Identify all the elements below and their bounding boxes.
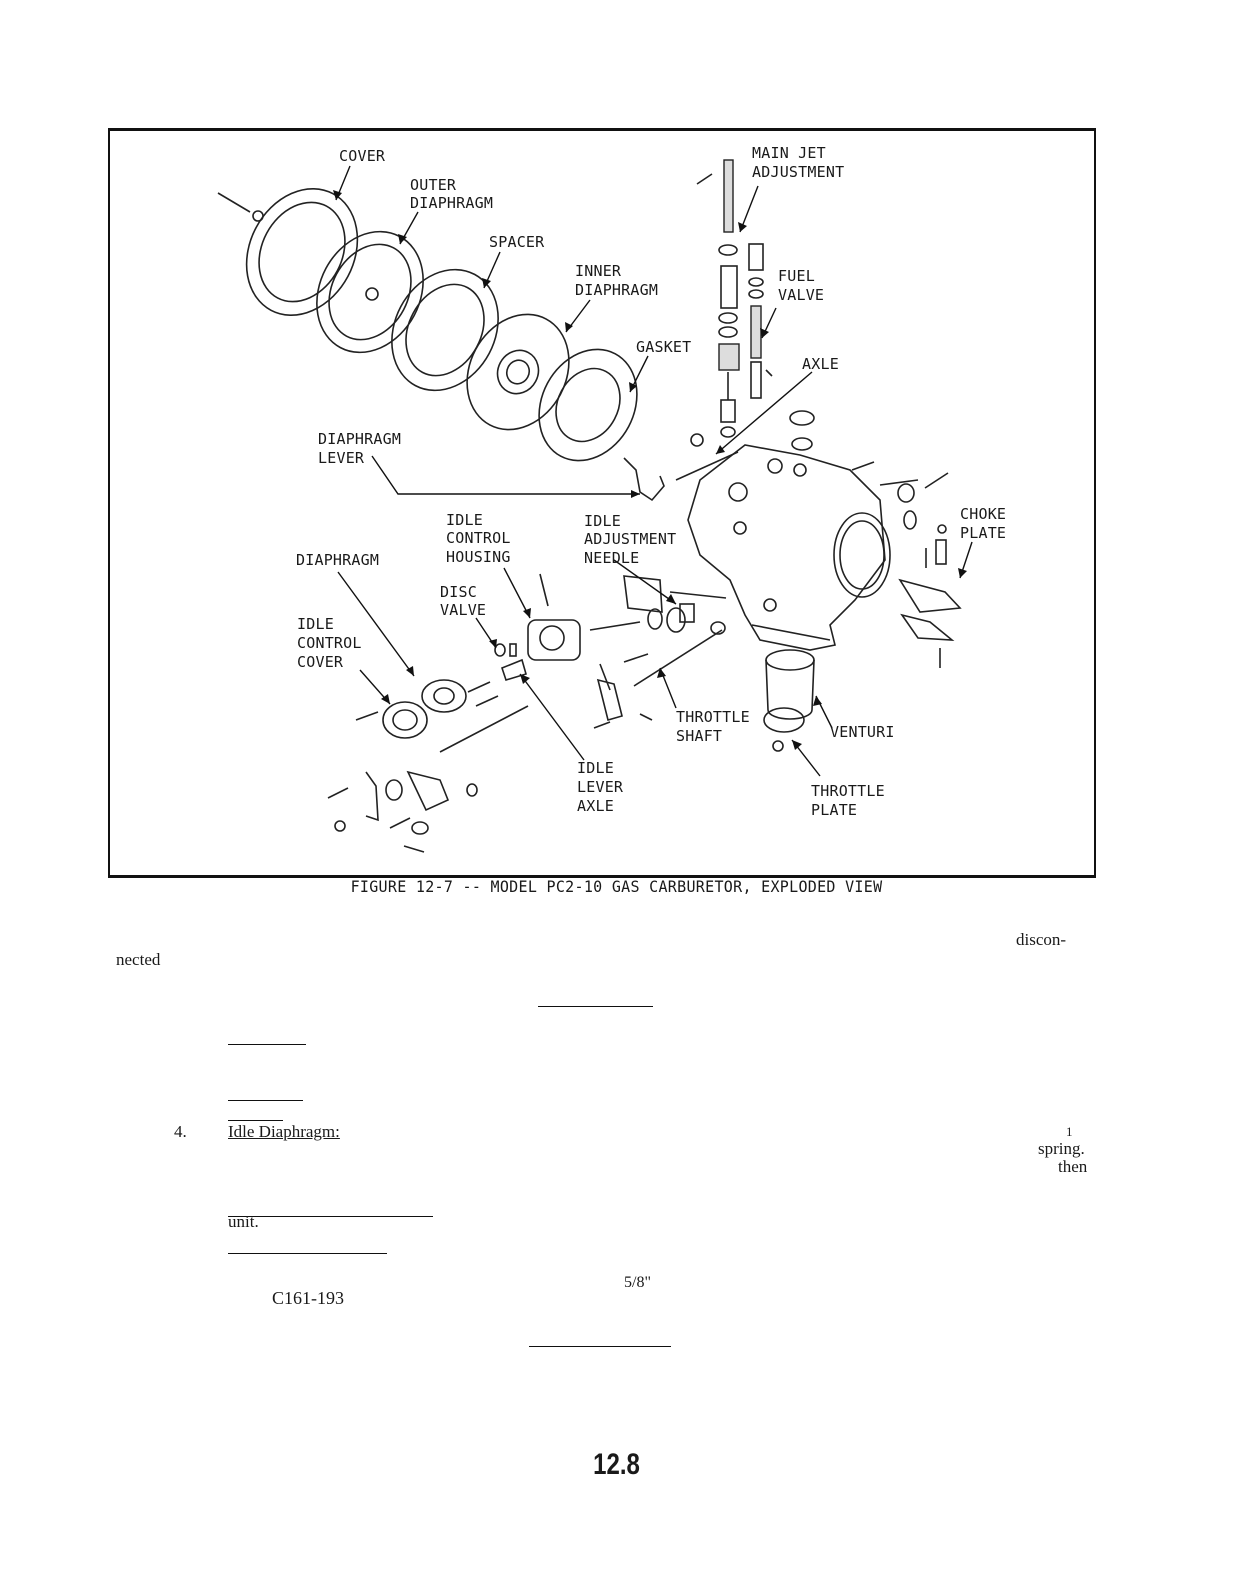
- label-outer-diaphragm-line1: OUTER: [410, 176, 457, 194]
- text-spring: spring.: [1038, 1139, 1085, 1158]
- leader-lines: [333, 165, 973, 777]
- figure-caption: FIGURE 12-7 -- MODEL PC2-10 GAS CARBURET…: [350, 877, 883, 897]
- plug-parts: [789, 410, 815, 451]
- label-throttle-shaft-line1: THROTTLE: [676, 708, 750, 726]
- underline-1: [538, 1006, 653, 1007]
- figure-frame: [108, 128, 1096, 878]
- heading-overline: [228, 1120, 283, 1121]
- inner-diaphragm-part: [466, 313, 570, 431]
- label-idle-lever-axle-line2: LEVER: [577, 778, 624, 796]
- idle-diaphragm-part: [421, 679, 467, 713]
- underline-3: [228, 1100, 303, 1101]
- page-number: 12.8: [593, 1448, 640, 1481]
- label-disc-valve-line1: DISC: [440, 583, 477, 601]
- idle-lever-axle-part: [439, 681, 529, 753]
- label-fuel-valve-line2: VALVE: [778, 286, 824, 304]
- label-diaphragm: DIAPHRAGM: [296, 551, 379, 569]
- cover-part: [245, 188, 359, 316]
- spacer-part: [391, 268, 499, 392]
- label-axle: AXLE: [802, 355, 839, 373]
- gasket-part: [538, 348, 638, 462]
- disc-valve-part: [494, 643, 527, 681]
- label-idle-adjustment-needle-line3: NEEDLE: [584, 549, 639, 567]
- label-disc-valve-line2: VALVE: [440, 601, 486, 619]
- throttle-shaft-part: [633, 629, 723, 687]
- label-idle-lever-axle-line1: IDLE: [577, 759, 614, 777]
- label-idle-control-cover-line3: COVER: [297, 653, 344, 671]
- diaphragm-lever-part: [623, 433, 704, 502]
- text-then: then: [1058, 1157, 1088, 1176]
- item-heading: Idle Diaphragm:: [228, 1122, 340, 1141]
- label-fuel-valve-line1: FUEL: [778, 267, 815, 285]
- outer-diaphragm-part: [316, 230, 424, 354]
- carburetor-body: [687, 444, 891, 651]
- underline-5: [228, 1253, 387, 1254]
- cover-screw: [217, 192, 264, 222]
- text-nected: nected: [116, 950, 161, 969]
- label-idle-control-cover-line2: CONTROL: [297, 634, 362, 652]
- label-throttle-shaft-line2: SHAFT: [676, 727, 722, 745]
- label-diaphragm-lever-line2: LEVER: [318, 449, 365, 467]
- label-idle-adjustment-needle-line2: ADJUSTMENT: [584, 530, 676, 548]
- label-idle-lever-axle-line3: AXLE: [577, 797, 614, 815]
- label-throttle-plate-line1: THROTTLE: [811, 782, 885, 800]
- throttle-plate-part: [763, 707, 805, 752]
- idle-adjustment-needle-part: [623, 575, 727, 635]
- label-venturi: VENTURI: [830, 723, 895, 741]
- label-diaphragm-lever-line1: DIAPHRAGM: [318, 430, 401, 448]
- text-fragment-1: 1: [1066, 1124, 1073, 1139]
- text-unit: unit.: [228, 1212, 259, 1231]
- idle-control-housing-part: [527, 573, 695, 661]
- label-main-jet-line1: MAIN JET: [752, 144, 826, 162]
- underline-2: [228, 1044, 306, 1045]
- label-main-jet-line2: ADJUSTMENT: [752, 163, 844, 181]
- label-inner-diaphragm-line1: INNER: [575, 262, 622, 280]
- text-discon: discon-: [1016, 930, 1067, 949]
- label-inner-diaphragm-line2: DIAPHRAGM: [575, 281, 658, 299]
- label-gasket: GASKET: [636, 338, 691, 356]
- underline-4: [228, 1216, 433, 1217]
- throttle-linkage-parts: [327, 653, 653, 853]
- label-idle-adjustment-needle-line1: IDLE: [584, 512, 621, 530]
- label-idle-control-housing-line2: CONTROL: [446, 529, 511, 547]
- label-spacer: SPACER: [489, 233, 545, 251]
- text-size: 5/8": [624, 1274, 651, 1291]
- right-side-screws: [851, 461, 949, 568]
- choke-plate-part: [898, 578, 962, 668]
- fuel-valve-stack: [748, 243, 773, 399]
- label-throttle-plate-line2: PLATE: [811, 801, 857, 819]
- label-cover: COVER: [339, 147, 386, 165]
- underline-6: [529, 1346, 671, 1347]
- label-outer-diaphragm-line2: DIAPHRAGM: [410, 194, 493, 212]
- label-choke-plate-line1: CHOKE: [960, 505, 1006, 523]
- main-jet-stack: [696, 159, 740, 438]
- item-number: 4.: [174, 1122, 187, 1141]
- idle-control-cover-part: [355, 701, 428, 739]
- axle-part: [675, 451, 739, 481]
- label-choke-plate-line2: PLATE: [960, 524, 1006, 542]
- label-idle-control-housing-line1: IDLE: [446, 511, 483, 529]
- label-idle-control-cover-line1: IDLE: [297, 615, 334, 633]
- label-idle-control-housing-line3: HOUSING: [446, 548, 511, 566]
- text-part-number: C161-193: [272, 1288, 344, 1308]
